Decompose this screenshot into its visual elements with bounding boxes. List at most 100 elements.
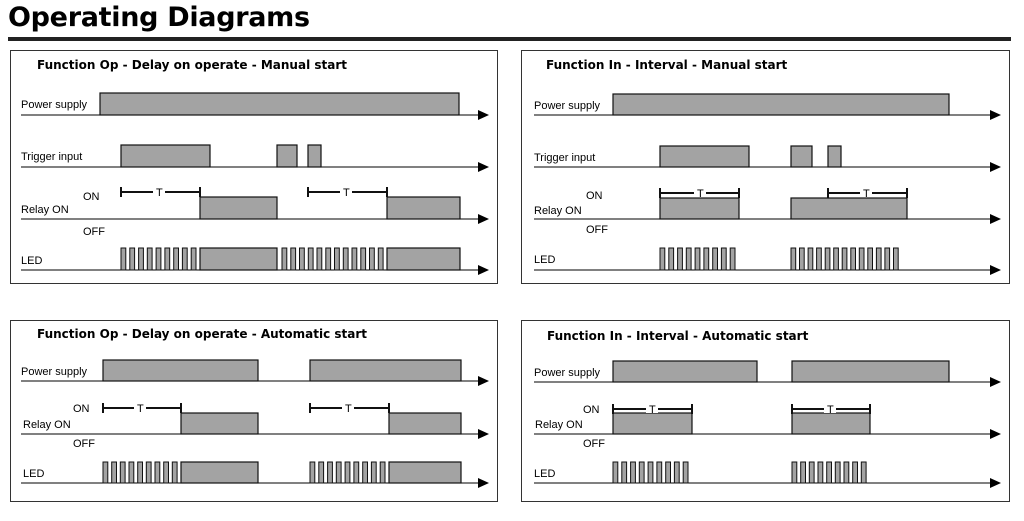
led-flash-pulse — [790, 247, 797, 271]
led-flashing — [791, 461, 867, 484]
led-arrow — [478, 478, 489, 488]
led-flash-pulse — [173, 247, 179, 271]
trigger-pulse — [827, 145, 842, 168]
relay-on-block — [386, 196, 461, 220]
led-flash-pulse — [824, 247, 831, 271]
led-flash-pulse — [281, 247, 288, 271]
led-flash-pulse — [190, 247, 197, 271]
power-block — [791, 360, 950, 383]
power-arrow — [990, 110, 1001, 120]
trigger-input-label: Trigger input — [21, 151, 82, 163]
led-flash-pulse — [682, 461, 689, 484]
diagram-op-manual-svg: Function Op - Delay on operate - Manual … — [21, 58, 489, 275]
led-flash-pulse — [362, 461, 369, 484]
relay-on-block — [790, 197, 908, 220]
led-label: LED — [23, 468, 44, 480]
led-flash-pulse — [867, 247, 873, 271]
timing-bracket-t: T — [307, 184, 388, 199]
led-flash-pulse — [351, 247, 358, 271]
led-flash-pulse — [344, 461, 351, 484]
led-label: LED — [21, 255, 42, 267]
led-flash-pulse — [638, 461, 645, 484]
led-steady — [388, 461, 462, 484]
led-flash-pulse — [342, 247, 349, 271]
page-title: Operating Diagrams — [8, 2, 310, 33]
led-steady — [199, 247, 278, 271]
led-flash-pulse — [307, 247, 314, 271]
led-flash-pulse — [360, 247, 367, 271]
led-flash-pulse — [325, 247, 332, 271]
power-block — [612, 93, 950, 116]
t-label: T — [343, 187, 350, 199]
led-flash-pulse — [659, 247, 666, 271]
led-flash-pulse — [860, 461, 867, 484]
led-flash-pulse — [621, 461, 628, 484]
timing-bracket-t: T — [659, 185, 740, 200]
off-label: OFF — [73, 438, 95, 450]
led-flash-pulse — [799, 247, 805, 271]
led-flash-pulse — [630, 461, 636, 484]
power-supply-label: Power supply — [534, 367, 601, 379]
led-arrow — [990, 265, 1001, 275]
led-flash-pulse — [353, 461, 360, 484]
led-flash-pulse — [826, 461, 833, 484]
power-arrow — [478, 376, 489, 386]
led-flash-pulse — [816, 247, 822, 271]
led-flash-pulse — [673, 461, 680, 484]
t-label: T — [697, 188, 704, 200]
led-flashing — [659, 247, 736, 271]
led-flash-pulse — [111, 461, 117, 484]
led-flash-pulse — [852, 461, 859, 484]
relay-on-label: Relay ON — [23, 419, 71, 431]
led-flash-pulse — [647, 461, 654, 484]
diagram-in-automatic-svg: Function In - Interval - Automatic start… — [534, 329, 1001, 488]
relay-on-block — [612, 412, 693, 435]
diagram-op-manual: Function Op - Delay on operate - Manual … — [10, 50, 498, 284]
led-flash-pulse — [875, 247, 882, 271]
t-label: T — [649, 404, 656, 416]
t-label: T — [156, 187, 163, 199]
power-supply-label: Power supply — [21, 366, 88, 378]
led-flash-pulse — [712, 247, 718, 271]
relay-on-block — [388, 412, 462, 435]
off-label: OFF — [583, 438, 605, 450]
led-flash-pulse — [703, 247, 710, 271]
off-label: OFF — [586, 224, 608, 236]
led-flash-pulse — [155, 247, 162, 271]
led-flash-pulse — [120, 247, 127, 271]
power-block — [102, 359, 259, 382]
diagram-in-manual-svg: Function In - Interval - Manual start Po… — [534, 58, 1001, 275]
relay-arrow — [990, 214, 1001, 224]
off-label: OFF — [83, 226, 105, 238]
led-flash-pulse — [377, 247, 384, 271]
led-flash-pulse — [119, 461, 126, 484]
led-flash-pulse — [858, 247, 865, 271]
t-label: T — [137, 403, 144, 415]
led-flash-pulse — [154, 461, 161, 484]
led-flash-pulse — [335, 461, 342, 484]
led-steady — [386, 247, 461, 271]
led-flash-pulse — [370, 461, 377, 484]
power-supply-label: Power supply — [534, 100, 601, 112]
led-flash-pulse — [791, 461, 798, 484]
relay-arrow — [478, 214, 489, 224]
led-flash-pulse — [808, 461, 815, 484]
led-steady — [180, 461, 259, 484]
led-flash-pulse — [893, 247, 899, 271]
diagram-title: Function In - Interval - Automatic start — [547, 329, 809, 343]
trigger-pulse — [307, 144, 322, 168]
led-flash-pulse — [299, 247, 305, 271]
on-label: ON — [583, 404, 600, 416]
on-label: ON — [73, 403, 90, 415]
led-flash-pulse — [290, 247, 297, 271]
led-flash-pulse — [171, 461, 178, 484]
trigger-pulse — [120, 144, 211, 168]
led-flash-pulse — [327, 461, 333, 484]
power-arrow — [990, 377, 1001, 387]
diagram-in-manual: Function In - Interval - Manual start Po… — [521, 50, 1010, 284]
led-arrow — [478, 265, 489, 275]
led-flash-pulse — [318, 461, 325, 484]
led-flash-pulse — [137, 461, 143, 484]
led-flash-pulse — [145, 461, 152, 484]
led-label: LED — [534, 254, 555, 266]
